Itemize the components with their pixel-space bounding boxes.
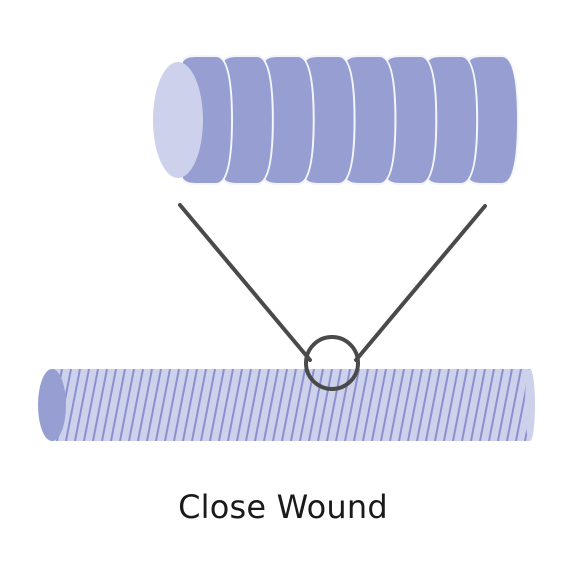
rod-stripe bbox=[389, 369, 405, 441]
rod-stripe bbox=[335, 369, 351, 441]
diagram-caption: Close Wound bbox=[178, 488, 388, 526]
wound-rod bbox=[38, 369, 557, 441]
rod-stripe bbox=[479, 369, 495, 441]
rod-stripe bbox=[245, 369, 261, 441]
rod-stripe bbox=[281, 369, 297, 441]
rod-stripe bbox=[326, 369, 342, 441]
rod-stripe bbox=[497, 369, 513, 441]
magnifier-left-line bbox=[178, 203, 312, 362]
rod-stripe bbox=[191, 369, 207, 441]
rod-stripe bbox=[308, 369, 324, 441]
rod-stripe bbox=[83, 369, 99, 441]
rod-stripe bbox=[272, 369, 288, 441]
rod-stripe bbox=[452, 369, 468, 441]
rod-stripe bbox=[344, 369, 360, 441]
rod-stripe bbox=[407, 369, 423, 441]
coil-turns bbox=[177, 55, 520, 185]
rod-stripe bbox=[101, 369, 117, 441]
rod-stripe bbox=[371, 369, 387, 441]
rod-stripe bbox=[182, 369, 198, 441]
rod-stripe bbox=[200, 369, 216, 441]
magnifier bbox=[178, 203, 487, 391]
rod-stripe bbox=[218, 369, 234, 441]
rod-right-cap bbox=[525, 369, 535, 441]
magnified-coil bbox=[153, 55, 520, 185]
rod-stripe bbox=[92, 369, 108, 441]
rod-stripe bbox=[290, 369, 306, 441]
rod-stripe bbox=[353, 369, 369, 441]
rod-stripe bbox=[506, 369, 522, 441]
rod-winding-stripes bbox=[52, 369, 557, 441]
rod-stripe bbox=[443, 369, 459, 441]
rod-left-end bbox=[38, 369, 66, 441]
rod-stripe bbox=[416, 369, 432, 441]
rod-stripe bbox=[380, 369, 396, 441]
rod-stripe bbox=[434, 369, 450, 441]
rod-stripe bbox=[470, 369, 486, 441]
rod-stripe bbox=[236, 369, 252, 441]
rod-stripe bbox=[209, 369, 225, 441]
rod-stripe bbox=[155, 369, 171, 441]
rod-stripe bbox=[461, 369, 477, 441]
rod-stripe bbox=[173, 369, 189, 441]
rod-stripe bbox=[164, 369, 180, 441]
rod-stripe bbox=[227, 369, 243, 441]
rod-stripe bbox=[398, 369, 414, 441]
rod-stripe bbox=[362, 369, 378, 441]
rod-stripe bbox=[146, 369, 162, 441]
rod-stripe bbox=[543, 369, 557, 441]
rod-stripe bbox=[128, 369, 144, 441]
rod-stripe bbox=[110, 369, 126, 441]
coil-left-face bbox=[153, 62, 203, 178]
rod-stripe bbox=[74, 369, 90, 441]
rod-stripe bbox=[254, 369, 270, 441]
magnifier-right-line bbox=[354, 204, 487, 362]
magnifier-circle bbox=[304, 335, 360, 391]
rod-stripe bbox=[425, 369, 441, 441]
rod-stripe bbox=[65, 369, 81, 441]
rod-stripe bbox=[263, 369, 279, 441]
rod-stripe bbox=[137, 369, 153, 441]
rod-stripe bbox=[534, 369, 548, 441]
rod-stripe bbox=[317, 369, 333, 441]
rod-stripe bbox=[119, 369, 135, 441]
rod-stripe bbox=[488, 369, 504, 441]
